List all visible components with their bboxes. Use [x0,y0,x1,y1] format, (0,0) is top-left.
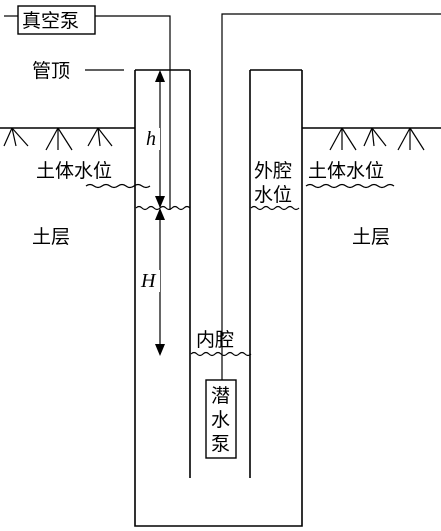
soil-layer-left-label: 土层 [32,226,70,248]
soil-water-level-right-label: 土体水位 [308,160,384,182]
dim-h-arrow-top [155,70,165,82]
inner-cavity-label: 内腔 [196,329,234,351]
outer-casing [134,70,303,527]
dim-h-label-bg [144,128,160,150]
outer-cavity-water-level-wave-left [135,205,191,211]
submersible-pump-cable [221,13,441,380]
outer-cavity-water-level-label-1: 外腔 [254,160,292,182]
submersible-pump-char-2: 水 [211,409,230,431]
dim-H-arrow-top [155,208,165,220]
vacuum-pump-label: 真空泵 [22,10,79,32]
soil-water-level-left-wave [85,183,151,189]
vacuum-pump-box [17,5,96,35]
soil-hatch-left [3,127,113,151]
outer-cavity-water-level-wave-right [250,205,300,211]
dim-H-label: H [140,270,157,292]
dim-h-arrow-bottom [155,196,165,208]
soil-hatch-right [329,127,425,151]
vacuum-suction-pipe [95,15,171,210]
submersible-pump-char-1: 潜 [211,385,230,407]
submersible-pump-box [205,379,237,459]
soil-water-level-right-wave [305,183,395,189]
dim-H-arrow-bottom [155,344,165,356]
submersible-pump-char-3: 泵 [211,433,230,455]
dim-H-label-bg [140,270,160,292]
inner-cavity-water-level-wave [190,351,252,357]
soil-water-level-left-label: 土体水位 [36,160,112,182]
outer-cavity-water-level-label-2: 水位 [254,184,292,206]
soil-layer-right-label: 土层 [352,226,390,248]
pipe-top-label: 管顶 [32,60,70,82]
dim-h-label: h [146,128,156,150]
